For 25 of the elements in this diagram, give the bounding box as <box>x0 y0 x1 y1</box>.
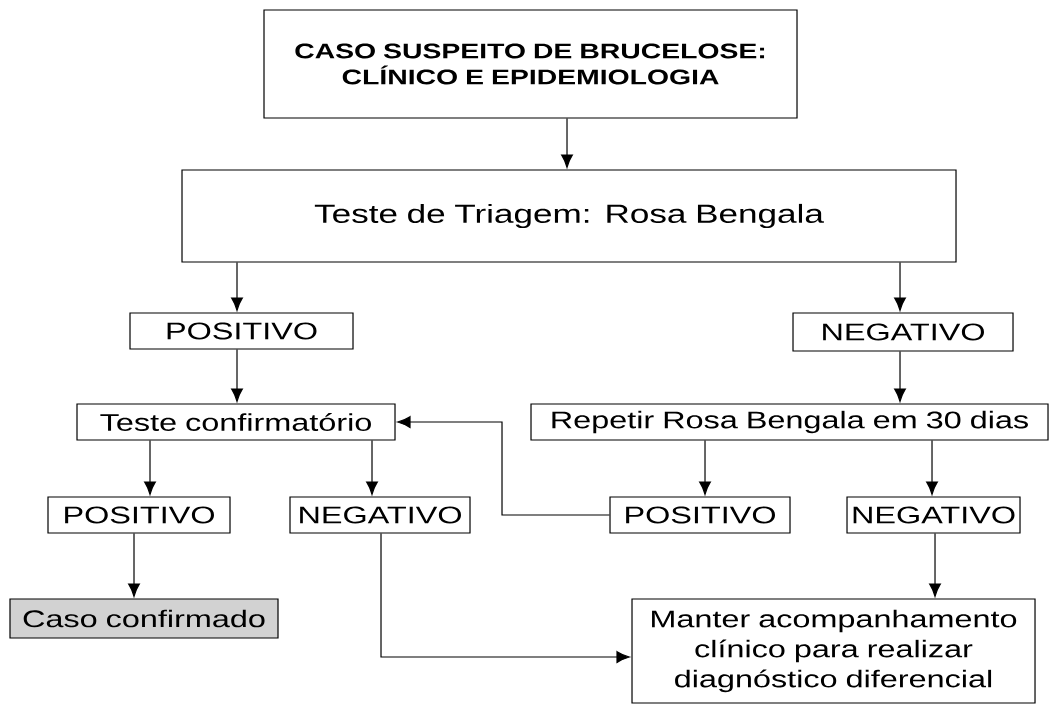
title-box: CASO SUSPEITO DE BRUCELOSE: CLÍNICO E EPIDEMIOLOGIA <box>263 9 798 119</box>
process-box: Manter acompanhamento clínico para realizar diagnóstico diferencial <box>631 598 1036 704</box>
arrow <box>231 262 243 311</box>
arrow <box>366 440 378 495</box>
arrow <box>144 440 156 495</box>
arrow <box>231 349 243 402</box>
process-box: POSITIVO <box>47 496 231 534</box>
arrow <box>128 533 140 597</box>
arrow <box>699 440 711 495</box>
process-box: NEGATIVO <box>792 312 1014 352</box>
process-box: Teste confirmatório <box>76 403 396 441</box>
arrow <box>561 118 573 168</box>
arrow <box>397 416 610 516</box>
arrow <box>894 262 906 311</box>
arrow <box>894 351 906 402</box>
arrow <box>926 440 938 495</box>
process-box: POSITIVO <box>129 312 354 350</box>
process-box: Repetir Rosa Bengala em 30 dias <box>530 403 1049 441</box>
process-box: NEGATIVO <box>289 496 471 534</box>
result-box: Caso confirmado <box>9 598 279 639</box>
process-box: Teste de Triagem: Rosa Bengala <box>181 169 957 263</box>
process-box: POSITIVO <box>609 496 791 534</box>
arrow <box>380 533 630 663</box>
process-box: NEGATIVO <box>846 496 1021 534</box>
arrow <box>929 533 941 597</box>
